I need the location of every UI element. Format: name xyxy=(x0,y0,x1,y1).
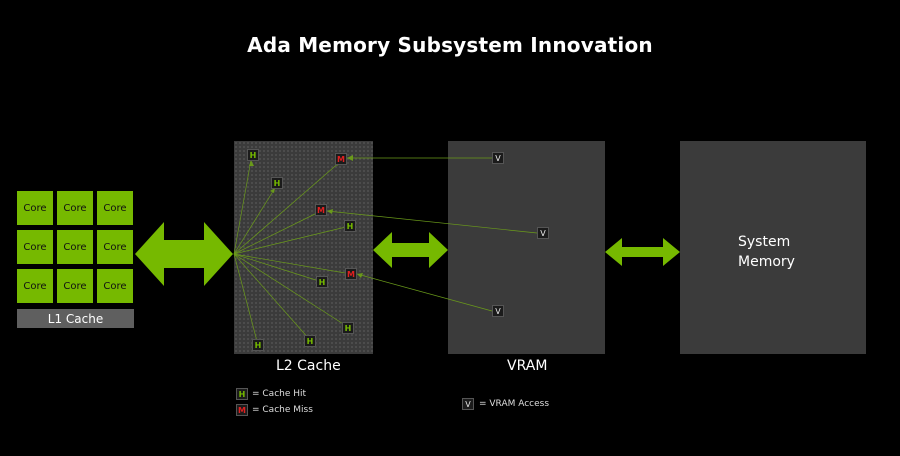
core-4: Core xyxy=(17,230,53,264)
vram-access-badge: V xyxy=(492,152,504,164)
cache-hit-badge: H xyxy=(304,335,316,347)
l2-cache-label: L2 Cache xyxy=(276,358,341,374)
cache-hit-badge: H xyxy=(342,322,354,334)
core-8: Core xyxy=(57,269,93,303)
l1-cache-label: L1 Cache xyxy=(17,309,134,328)
l2-vram-arrow xyxy=(373,232,448,268)
legend-hit-text: = Cache Hit xyxy=(252,389,307,399)
core-6: Core xyxy=(97,230,133,264)
cache-hit-badge: H xyxy=(252,339,264,351)
core-1: Core xyxy=(17,191,53,225)
cache-miss-badge: M xyxy=(315,204,327,216)
system-memory-block xyxy=(680,141,866,354)
system-memory-label-line2: Memory xyxy=(738,254,795,270)
vram-label: VRAM xyxy=(507,358,548,374)
diagram-title: Ada Memory Subsystem Innovation xyxy=(247,33,653,57)
l2-cache-block xyxy=(234,141,373,354)
legend-miss-text: = Cache Miss xyxy=(252,405,313,415)
legend-miss-badge: M xyxy=(236,404,248,416)
vram-access-badge: V xyxy=(492,305,504,317)
vram-sysmem-arrow xyxy=(605,238,680,266)
vram-access-lines xyxy=(326,157,538,312)
system-memory-label-line1: System xyxy=(738,234,791,250)
cache-hit-badge: H xyxy=(316,276,328,288)
core-2: Core xyxy=(57,191,93,225)
core-7: Core xyxy=(17,269,53,303)
core-9: Core xyxy=(97,269,133,303)
legend-hit-badge: H xyxy=(236,388,248,400)
vram-block xyxy=(448,141,605,354)
legend-vram-text: = VRAM Access xyxy=(479,399,550,409)
cache-miss-badge: M xyxy=(345,268,357,280)
core-3: Core xyxy=(97,191,133,225)
cache-hit-badge: H xyxy=(271,177,283,189)
vram-access-badge: V xyxy=(537,227,549,239)
cache-hit-badge: H xyxy=(344,220,356,232)
l1-l2-arrow xyxy=(135,222,233,286)
cache-miss-badge: M xyxy=(335,153,347,165)
legend-vram-badge: V xyxy=(462,398,474,410)
system-memory-label: System Memory xyxy=(738,232,795,272)
l1-core-grid: Core Core Core Core Core Core Core Core … xyxy=(17,191,134,306)
core-5: Core xyxy=(57,230,93,264)
cache-lookup-lines xyxy=(233,159,352,346)
cache-hit-badge: H xyxy=(247,149,259,161)
